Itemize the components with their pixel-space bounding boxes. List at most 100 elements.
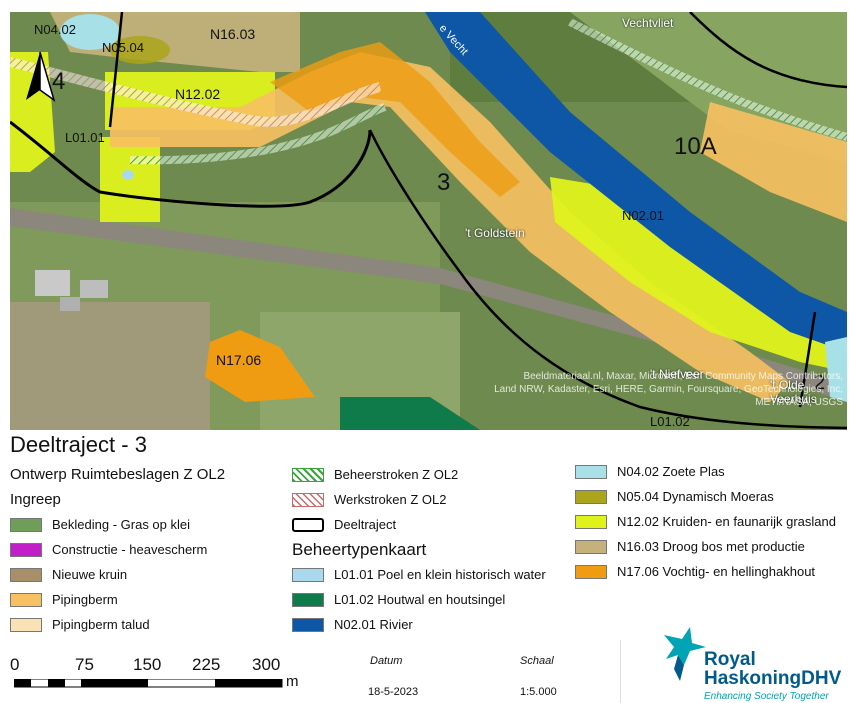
legend-item: L01.01 Poel en klein historisch water (292, 562, 572, 587)
north-arrow-icon (26, 51, 56, 102)
area-n17-06 (205, 330, 315, 402)
map-label-n17-06: N17.06 (216, 352, 262, 368)
map-metadata: Datum Schaal 18-5-2023 1:5.000 (360, 655, 580, 698)
legend-label: Bekleding - Gras op klei (52, 517, 191, 532)
legend-item: Constructie - heavescherm (10, 537, 280, 562)
legend-heading: Beheertypenkaart (292, 539, 427, 559)
legend-label: Pipingberm (52, 592, 118, 607)
deeltraject-boundary (798, 311, 817, 408)
map-label-l01-02: L01.02 (650, 414, 690, 429)
beheerstroken-strip (568, 18, 847, 141)
beheerstroken-strip (129, 103, 387, 165)
deeltraject-boundary (10, 120, 372, 208)
area-n04-02 (60, 14, 120, 50)
map-label-olde: 't Olde (770, 378, 805, 392)
legend-label: Nieuwe kruin (52, 567, 128, 582)
area-n04-02 (825, 337, 847, 402)
legend-item: N12.02 Kruiden- en faunarijk grasland (575, 509, 847, 534)
legend-swatch (10, 567, 42, 582)
werkstroken-strip (10, 57, 382, 127)
legend-item: N04.02 Zoete Plas (575, 459, 847, 484)
legend-item: N16.03 Droog bos met productie (575, 534, 847, 559)
legend-heading: Ontwerp Ruimtebeslagen Z OL2 (10, 466, 226, 483)
logo-tagline: Enhancing Society Together (704, 691, 829, 702)
company-logo: Royal HaskoningDHV Enhancing Society Tog… (660, 625, 849, 703)
map-label-goldstein: 't Goldstein (465, 226, 525, 240)
legend-label: Deeltraject (334, 517, 397, 532)
legend-item: Nieuwe kruin (10, 562, 280, 587)
legend-item-werkstroken: Werkstroken Z OL2 (292, 487, 572, 512)
scalebar-tick: 150 (133, 655, 162, 674)
area-l01-02 (340, 397, 480, 430)
divider (620, 640, 621, 703)
area-n05-04 (110, 36, 170, 64)
legend-item: L01.02 Houtwal en houtsingel (292, 587, 572, 612)
map-frame[interactable]: N04.02 N05.04 N16.03 N12.02 L01.01 4 3 1… (10, 12, 847, 430)
map-label-veerhuis: Veerhuis (770, 392, 817, 406)
schaal-value: 1:5.000 (520, 686, 557, 698)
map-label-n16-03: N16.03 (210, 26, 256, 42)
area-pipingberm (700, 102, 847, 222)
legend-swatch (292, 467, 324, 482)
legend-label: L01.02 Houtwal en houtsingel (334, 592, 506, 607)
map-label-vechtvliet: Vechtvliet (622, 16, 674, 30)
legend-swatch (575, 539, 607, 554)
legend-subheading: Ingreep (10, 491, 61, 508)
farmland-field (10, 302, 210, 430)
deeltraject-boundary (108, 12, 124, 128)
deeltraject-boundary (368, 129, 847, 430)
legend-swatch (292, 592, 324, 607)
legend-swatch (10, 542, 42, 557)
legend-item: Bekleding - Gras op klei (10, 512, 280, 537)
legend-label: Constructie - heavescherm (52, 542, 208, 557)
scalebar-tick: 225 (192, 655, 221, 674)
legend-swatch (575, 464, 607, 479)
legend-label: Werkstroken Z OL2 (334, 492, 447, 507)
logo-line1: Royal (704, 649, 756, 670)
map-label-n05-04: N05.04 (102, 40, 144, 55)
scalebar-tick: 0 (10, 655, 20, 674)
legend-swatch (575, 564, 607, 579)
map-label-niefveer: 't Niefveer (650, 367, 704, 381)
legend-label: N05.04 Dynamisch Moeras (617, 489, 774, 504)
legend-item: Pipingberm talud (10, 612, 280, 637)
area-n12-02 (550, 177, 847, 372)
map-label-n04-02: N04.02 (34, 22, 76, 37)
area-l01-01 (122, 170, 134, 180)
map-label-l01-01: L01.01 (65, 130, 105, 145)
legend-item: Pipingberm (10, 587, 280, 612)
legend-column-ingreep: Ontwerp Ruimtebeslagen Z OL2 Ingreep Bek… (10, 462, 280, 637)
legend-item-deeltraject: Deeltraject (292, 512, 572, 537)
legend-column-beheer: Beheerstroken Z OL2 Werkstroken Z OL2 De… (292, 462, 572, 637)
legend-swatch (10, 617, 42, 632)
legend-item: N17.06 Vochtig- en hellinghakhout (575, 559, 847, 584)
schaal-label: Schaal (520, 655, 554, 667)
map-label-n02-01: N02.01 (622, 208, 664, 223)
attribution-line: Beeldmateriaal.nl, Maxar, Microsoft, Esr… (523, 371, 843, 382)
legend-label: L01.01 Poel en klein historisch water (334, 567, 546, 582)
map-canvas (10, 12, 847, 430)
legend-item: N02.01 Rivier (292, 612, 572, 637)
legend-swatch (292, 567, 324, 582)
area-n17-06 (270, 42, 520, 197)
legend-item-beheerstroken: Beheerstroken Z OL2 (292, 462, 572, 487)
legend-label: N04.02 Zoete Plas (617, 464, 725, 479)
building (80, 280, 108, 298)
building (60, 297, 80, 311)
map-label-deeltraject-4: 4 (52, 68, 66, 95)
logo-line2: HaskoningDHV (704, 668, 842, 689)
railway (10, 208, 847, 402)
deeltraject-boundary (689, 12, 847, 89)
legend-item: N05.04 Dynamisch Moeras (575, 484, 847, 509)
page-title: Deeltraject - 3 (10, 432, 147, 457)
legend-label: N12.02 Kruiden- en faunarijk grasland (617, 514, 836, 529)
legend-label: Beheerstroken Z OL2 (334, 467, 459, 482)
scalebar-tick: 75 (75, 655, 94, 674)
map-label-n12-02: N12.02 (175, 86, 221, 102)
attribution-line: METI/NASA, USGS (755, 397, 843, 408)
legend-swatch (292, 517, 324, 532)
map-label-deeltraject-3: 3 (437, 169, 451, 196)
legend-label: Pipingberm talud (52, 617, 150, 632)
